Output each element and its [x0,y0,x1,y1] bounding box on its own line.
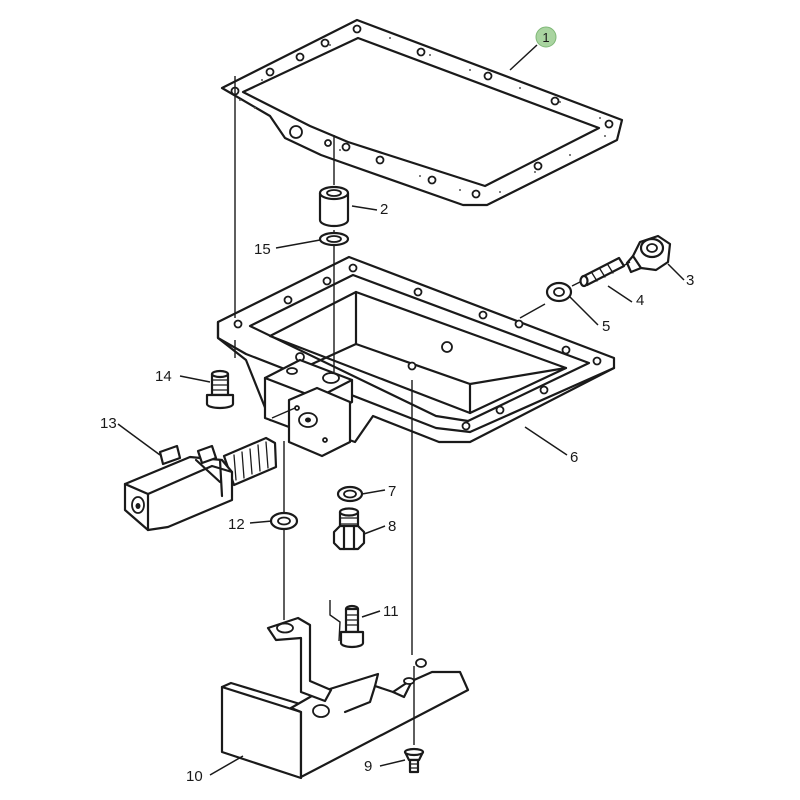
callout-5: 5 [602,318,610,335]
part-4-spring[interactable] [579,256,626,288]
callout-1: 1 [542,30,549,45]
callout-8: 8 [388,518,396,535]
callout-11: 11 [383,603,399,620]
callout-12: 12 [228,516,245,533]
part-1-gasket[interactable] [220,18,624,207]
callout-labels: 1 2 3 4 5 6 7 8 9 10 11 12 13 14 15 [100,26,694,785]
callout-4: 4 [636,292,644,309]
part-13-solenoid[interactable] [123,436,278,532]
callout-14: 14 [155,368,172,385]
part-15-o-ring[interactable] [318,231,350,247]
part-6-housing[interactable] [216,255,616,458]
callout-9: 9 [364,758,372,775]
part-5-washer[interactable] [545,281,573,303]
callout-3: 3 [686,272,694,289]
callout-15: 15 [254,241,271,258]
part-2-sleeve[interactable] [318,185,350,228]
part-11-bolt[interactable] [339,604,365,649]
part-9-screw[interactable] [403,747,425,774]
callout-10: 10 [186,768,203,785]
callout-1-badge [535,26,557,48]
callout-2: 2 [380,201,388,218]
leader-lines [117,44,685,776]
part-12-washer[interactable] [269,511,299,531]
assembly-lines [234,76,631,745]
part-10-bracket[interactable] [220,600,470,780]
part-3-plug[interactable] [625,234,672,274]
callout-13: 13 [100,415,117,432]
part-8-drain-plug[interactable] [332,507,366,551]
part-14-bolt[interactable] [205,369,235,410]
callout-6: 6 [570,449,578,466]
part-7-o-ring[interactable] [336,485,364,503]
callout-7: 7 [388,483,396,500]
